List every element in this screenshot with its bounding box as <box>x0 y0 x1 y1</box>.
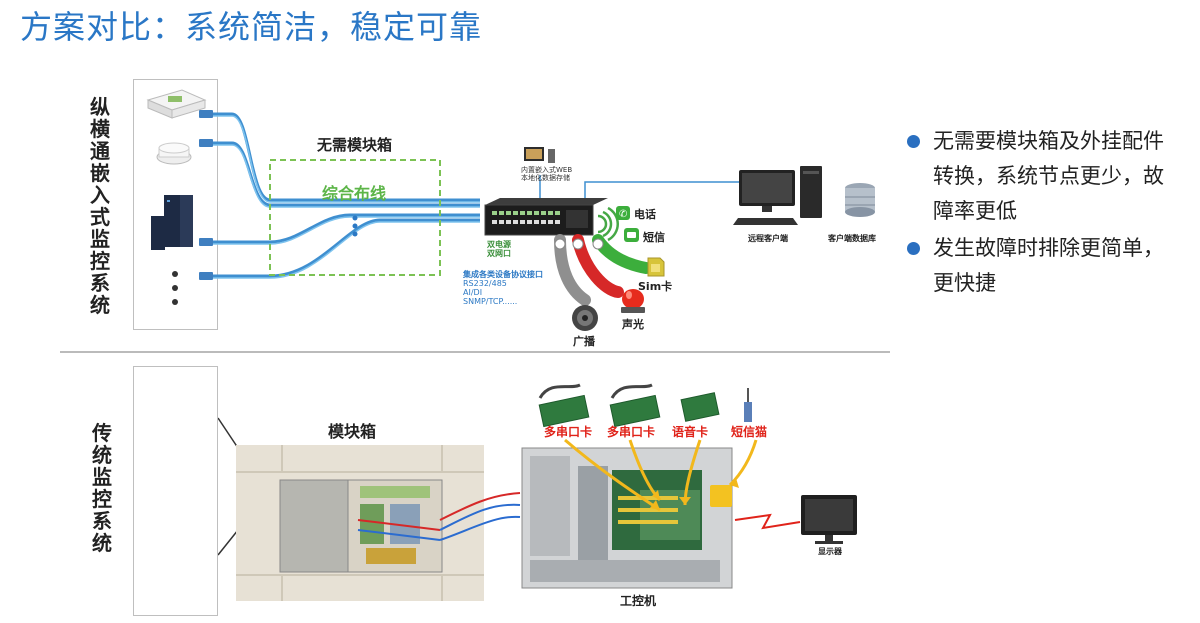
top-system-label: 纵横通嵌入式监控系统 <box>90 95 110 317</box>
bullet-dot-icon <box>907 135 920 148</box>
local-server-icon <box>524 147 555 163</box>
sim-card-icon <box>647 257 665 277</box>
card-label-3: 语音卡 <box>672 425 709 439</box>
module-box-label: 模块箱 <box>328 422 377 441</box>
protocol-rs232: RS232/485 <box>463 279 507 288</box>
serial-card-2-icon <box>609 383 661 428</box>
client-db-label: 客户端数据库 <box>828 234 876 243</box>
industrial-pc-icon <box>521 447 733 589</box>
phone-icon <box>616 206 630 220</box>
bullet-item-1: 无需要模块箱及外挂配件转换，系统节点更少，故障率更低 <box>905 124 1165 229</box>
card-label-4: 短信猫 <box>731 425 768 439</box>
svg-text:✆: ✆ <box>619 209 627 220</box>
voice-card-icon <box>680 392 720 422</box>
environment-sensor-icon <box>146 89 207 119</box>
web-line-2: 本地化数据存储 <box>521 174 570 182</box>
monitor-label: 显示器 <box>818 547 842 556</box>
alarm-light-icon <box>621 289 645 313</box>
bullet-list: 无需要模块箱及外挂配件转换，系统节点更少，故障率更低 发生故障时排除更简单，更快… <box>905 124 1165 303</box>
dual-network-label: 双网口 <box>487 249 511 258</box>
bullet-dot-icon <box>907 242 920 255</box>
speaker-icon <box>572 305 598 331</box>
dual-power-label: 双电源 <box>487 240 511 249</box>
ipc-label: 工控机 <box>620 594 657 608</box>
sms-modem-icon <box>744 388 752 422</box>
sms-label: 短信 <box>643 231 665 244</box>
monitor-icon <box>801 495 857 544</box>
module-box-wall <box>236 445 484 601</box>
card-label-1: 多串口卡 <box>544 425 593 439</box>
web-line-1: 内置嵌入式WEB <box>521 166 573 174</box>
broadcast-label: 广播 <box>573 335 595 348</box>
protocol-aidi: AI/DI <box>463 288 483 297</box>
integrated-wiring-label: 综合布线 <box>322 184 387 203</box>
sound-light-label: 声光 <box>622 318 644 331</box>
phone-label: 电话 <box>634 208 656 221</box>
bottom-device-panel <box>133 366 218 616</box>
page-title: 方案对比：系统简洁，稳定可靠 <box>20 8 483 46</box>
protocol-title: 集成各类设备协议接口 <box>463 270 543 279</box>
bottom-system-label: 传统监控系统 <box>92 421 112 555</box>
bullet-text-2: 发生故障时排除更简单，更快捷 <box>933 236 1164 295</box>
bullet-item-2: 发生故障时排除更简单，更快捷 <box>905 231 1165 301</box>
embedded-switch-icon <box>484 198 608 236</box>
card-label-2: 多串口卡 <box>607 425 656 439</box>
client-database-icon <box>845 183 875 217</box>
ups-cabinet-icon <box>151 195 193 250</box>
web-storage-label: 内置嵌入式WEB 本地化数据存储 <box>521 166 572 182</box>
remote-client-pc-icon <box>733 166 822 225</box>
protocol-block: 集成各类设备协议接口 RS232/485 AI/DI SNMP/TCP.....… <box>463 270 543 306</box>
dual-power-network-label: 双电源 双网口 <box>487 240 511 258</box>
smoke-detector-icon <box>156 142 192 165</box>
no-module-box-label: 无需模块箱 <box>317 136 393 154</box>
protocol-snmp: SNMP/TCP...... <box>463 297 518 306</box>
bullet-text-1: 无需要模块箱及外挂配件转换，系统节点更少，故障率更低 <box>933 129 1164 223</box>
sim-label: Sim卡 <box>638 280 673 293</box>
remote-client-label: 远程客户端 <box>748 234 788 243</box>
serial-card-1-icon <box>538 383 590 428</box>
